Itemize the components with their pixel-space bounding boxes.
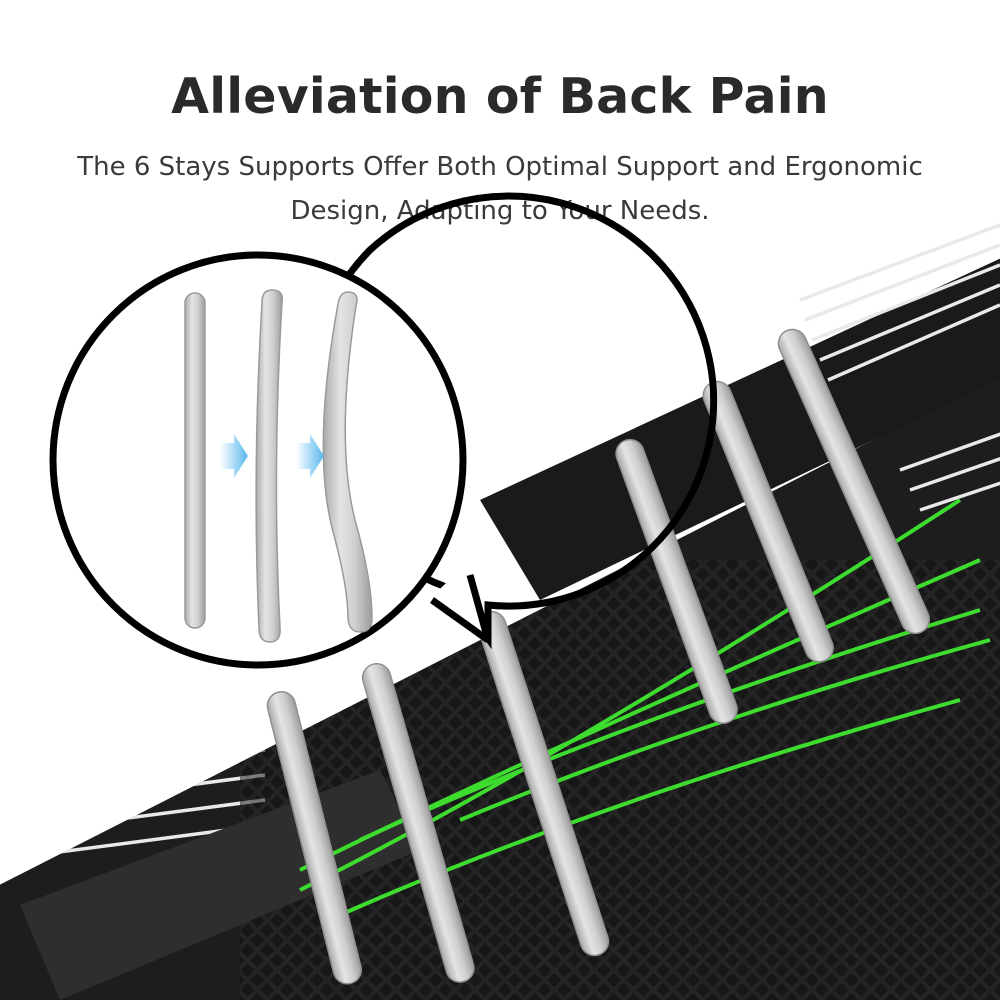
support-stay (266, 691, 363, 985)
green-tension-cords (299, 498, 991, 917)
support-stays (266, 328, 931, 985)
stay-slightly-curved (255, 289, 284, 643)
stay-curved (322, 291, 373, 633)
support-stay (615, 438, 738, 724)
stay-bending-callout (49, 192, 718, 669)
arrow-right-icon (220, 434, 248, 478)
support-stay (361, 663, 475, 983)
support-stay (777, 328, 931, 635)
subheadline: The 6 Stays Supports Offer Both Optimal … (77, 152, 923, 226)
arrow-right-icon (296, 434, 324, 478)
headline: Alleviation of Back Pain (171, 68, 829, 125)
stay-straight (184, 292, 206, 629)
